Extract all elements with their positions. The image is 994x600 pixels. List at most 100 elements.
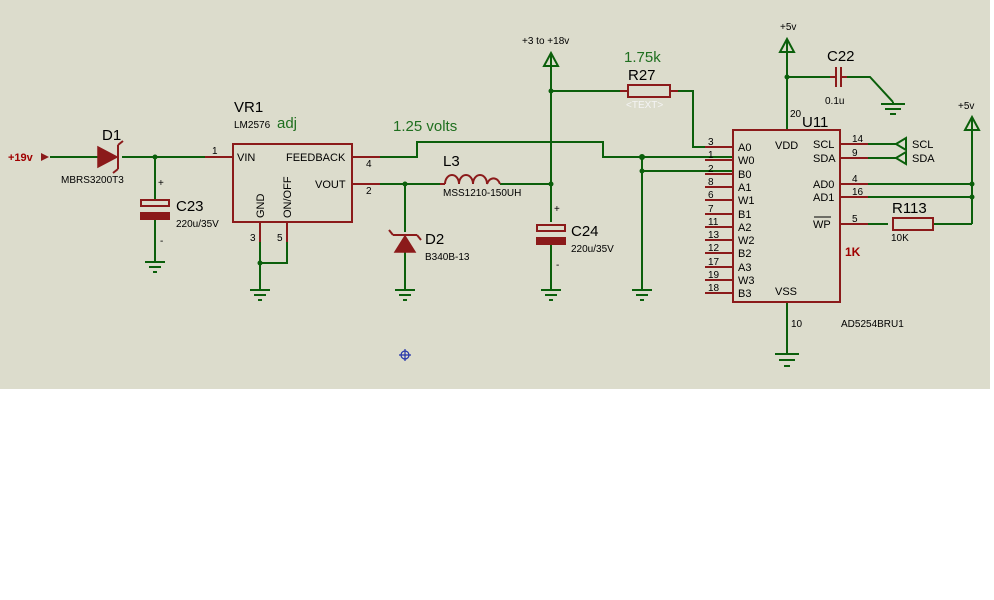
rail-voltage-label: +3 to +18v [522,36,569,47]
u11-pin-name: W3 [738,275,755,287]
svg-text:ON/OFF: ON/OFF [282,176,294,218]
svg-text:VOUT: VOUT [315,179,346,191]
svg-text:+: + [554,204,560,215]
vdd-label: +5v [780,22,796,33]
inductor-l3[interactable]: L3 MSS1210-150UH [440,153,521,199]
vdd-power-terminal: +5v [778,22,796,53]
svg-text:4: 4 [366,159,372,170]
scl-bus-label: SCL [912,139,933,151]
u11-note: 1K [845,245,861,259]
u11-pin-number: 18 [708,283,720,294]
u11-pin-name: W2 [738,235,755,247]
u11-pin-number: 11 [708,217,719,228]
resistor-r113[interactable]: R113 10K [891,200,934,244]
svg-text:20: 20 [790,109,802,120]
svg-text:VSS: VSS [775,286,797,298]
svg-text:+: + [158,178,164,189]
capacitor-c22[interactable]: C22 0.1u [825,48,855,107]
u11-pin-name: AD0 [813,179,834,191]
r113-ref: R113 [892,200,927,217]
u11-pin-name: A2 [738,222,751,234]
capacitor-c24[interactable]: + - C24 220u/35V [536,204,614,271]
u11-pin-number: 3 [708,137,714,148]
r113-value: 10K [891,233,909,244]
svg-text:3: 3 [250,233,256,244]
u11-pin-name: B2 [738,248,751,260]
regulator-vr1[interactable]: VR1 LM2576 adj VIN FEEDBACK VOUT GND ON/… [205,99,380,244]
u11-pin-number: 8 [708,177,714,188]
probe-marker-icon[interactable] [399,349,411,361]
rail-power-terminal: +3 to +18v [522,36,569,67]
u11-part: AD5254BRU1 [841,319,904,330]
u11-pin-name: B3 [738,288,751,300]
u11-pin-number: 12 [708,243,720,254]
diode-d1[interactable]: D1 MBRS3200T3 [61,127,124,186]
r27-note: 1.75k [624,49,661,66]
u11-pin-name: A0 [738,142,751,154]
right-vcc-label: +5v [958,101,974,112]
u11-pin-name: W0 [738,155,755,167]
ground-symbols [145,102,905,367]
svg-text:-: - [556,260,559,271]
svg-text:-: - [160,236,163,247]
u11-pin-name: SDA [813,153,836,165]
svg-text:FEEDBACK: FEEDBACK [286,152,346,164]
u11-pin-number: 17 [708,257,720,268]
u11-pin-name: AD1 [813,192,834,204]
c24-ref: C24 [571,223,599,240]
svg-text:1: 1 [212,146,218,157]
u11-ref: U11 [802,114,828,131]
u11-pin-number: 4 [852,174,858,185]
svg-text:2: 2 [366,186,372,197]
c23-ref: C23 [176,198,204,215]
u11-pin-name: A1 [738,182,751,194]
c23-value: 220u/35V [176,219,219,230]
capacitor-c23[interactable]: + - C23 220u/35V [140,178,219,247]
svg-text:VIN: VIN [237,152,255,164]
u11-pin-number: 16 [852,187,864,198]
u11-pin-name: B1 [738,209,751,221]
r27-value: <TEXT> [626,100,663,111]
u11-pin-number: 2 [708,164,714,175]
d1-part: MBRS3200T3 [61,175,124,186]
u11-pin-name: A3 [738,262,751,274]
vr1-ref: VR1 [234,99,263,116]
junctions [152,74,975,266]
u11-pin-number: 5 [852,214,858,225]
right-power-terminal: +5v [958,101,981,131]
svg-text:10: 10 [791,319,803,330]
schematic: +19v D1 MBRS3200T3 + - C23 220u/35V VR1 … [8,22,981,367]
adj-note: adj [277,115,297,132]
sda-bus-label: SDA [912,153,935,165]
d2-part: B340B-13 [425,252,470,263]
svg-text:5: 5 [277,233,283,244]
d1-ref: D1 [102,127,121,144]
input-label: +19v [8,152,49,164]
u11-pin-name: B0 [738,169,751,181]
output-voltage-note: 1.25 volts [393,118,457,135]
u11-pin-name: W1 [738,195,755,207]
schematic-canvas[interactable]: +19v D1 MBRS3200T3 + - C23 220u/35V VR1 … [0,0,990,389]
c22-value: 0.1u [825,96,844,107]
c22-ref: C22 [827,48,855,65]
u11-pin-number: 13 [708,230,720,241]
u11-pin-number: 19 [708,270,720,281]
diode-d2[interactable]: D2 B340B-13 [388,229,470,263]
resistor-r27[interactable]: 1.75k R27 <TEXT> [620,49,678,111]
l3-ref: L3 [443,153,460,170]
c24-value: 220u/35V [571,244,614,255]
i2c-bus-labels: SCL SDA [894,136,935,166]
input-net-label: +19v [8,152,34,164]
u11-pin-number: 6 [708,190,714,201]
svg-text:GND: GND [255,194,267,219]
u11-pin-number: 7 [708,204,714,215]
d2-ref: D2 [425,231,444,248]
u11-pin-number: 14 [852,134,864,145]
l3-part: MSS1210-150UH [443,188,521,199]
r27-ref: R27 [628,67,656,84]
u11-pin-name: WP [813,219,831,231]
vr1-part: LM2576 [234,120,271,131]
